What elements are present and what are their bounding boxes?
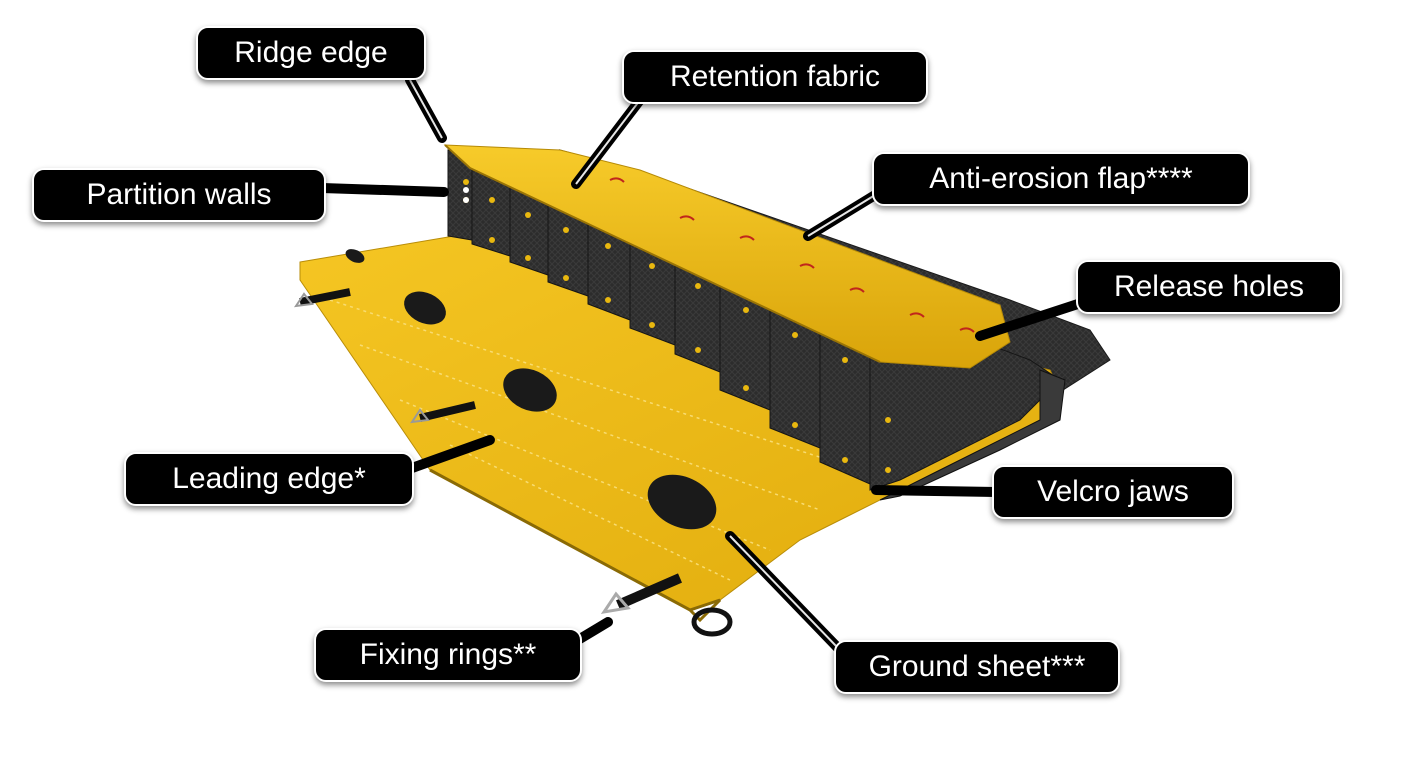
release-holes-label: Release holes <box>1076 260 1342 314</box>
stitch-line <box>359 344 821 511</box>
fixing-rings-label: Fixing rings** <box>314 628 582 682</box>
ground-sheet-label: Ground sheet*** <box>834 640 1120 694</box>
white-marker-dot <box>463 187 469 193</box>
ridge-edge-line <box>444 144 881 363</box>
velcro-jaws-shape <box>879 369 1066 501</box>
retention-fabric-label: Retention fabric <box>622 50 928 104</box>
ridge-edge-label: Ridge edge <box>196 26 426 80</box>
fixing-rings-group <box>293 288 733 637</box>
anti-erosion-flap-label: Anti-erosion flap**** <box>872 152 1250 206</box>
velcro-jaws-label: Velcro jaws <box>992 465 1234 519</box>
stitch-line <box>449 444 731 581</box>
stitch-line <box>329 299 861 471</box>
partition-walls-label: Partition walls <box>32 168 326 222</box>
retention-markings <box>609 177 975 333</box>
white-marker-dot <box>463 197 469 203</box>
logo-badge <box>345 249 717 530</box>
callout-pointer-outline <box>409 79 881 649</box>
leading-edge-label: Leading edge* <box>124 452 414 506</box>
